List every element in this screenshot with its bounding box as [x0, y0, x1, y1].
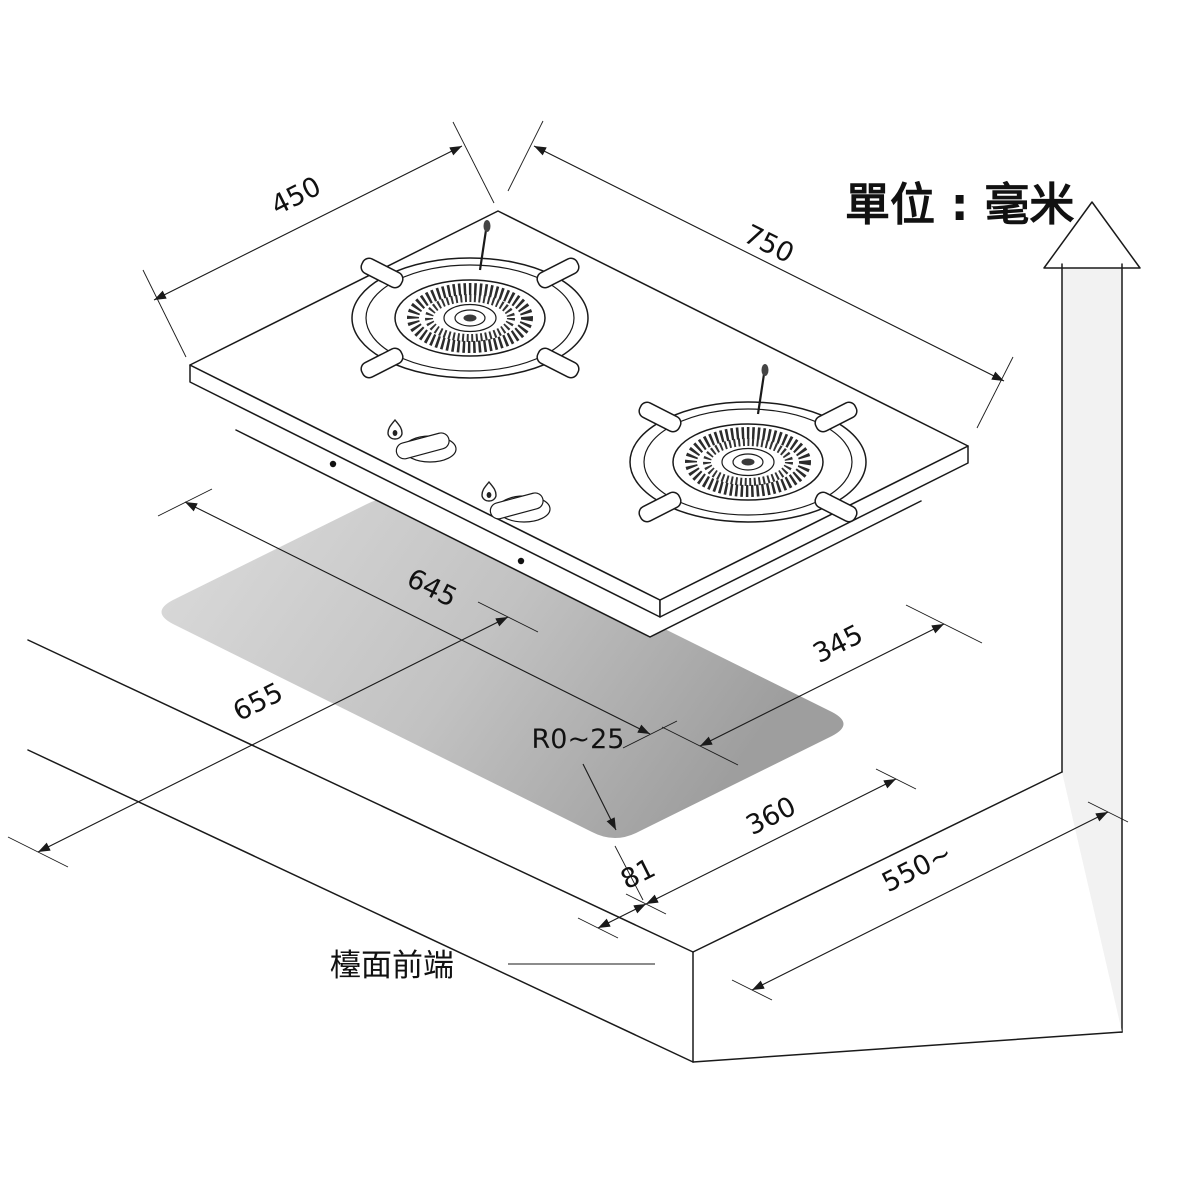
- pan-support-arm: [814, 491, 858, 523]
- mounting-screw: [517, 557, 525, 565]
- igniter-tip: [483, 220, 491, 232]
- burner-right: [629, 364, 867, 523]
- pan-support-arm: [360, 347, 404, 379]
- dim-label-360: 360: [741, 791, 801, 842]
- flame-port-ring: [685, 427, 811, 497]
- pan-support-inner-ring: [643, 408, 853, 516]
- burner-cap-center: [741, 458, 755, 466]
- igniter-tip: [761, 364, 769, 376]
- pan-support-arm: [638, 401, 682, 433]
- control-knob-left: [395, 432, 457, 463]
- igniter-pin: [478, 229, 488, 271]
- counter-front-edge-label: 檯面前端: [330, 948, 454, 984]
- unit-label: 單位 : 毫米: [845, 178, 1074, 231]
- pan-support-outer-ring: [629, 401, 867, 523]
- counter-right-bottom-edge: [692, 1031, 1123, 1063]
- counter-front-edge-callout: 檯面前端: [330, 948, 655, 984]
- flame-port-ring: [407, 283, 533, 353]
- burner-cap-center: [463, 314, 477, 322]
- inner-flame-ring: [703, 438, 793, 486]
- dim-label-655: 655: [228, 677, 288, 728]
- dim-label-750: 750: [739, 219, 799, 270]
- inner-flame-ring: [425, 294, 515, 342]
- dim-label-345: 345: [808, 619, 868, 670]
- dim-corner-radius: R0~25: [532, 724, 625, 831]
- wall-up-arrow-icon: [1043, 201, 1141, 269]
- flame-icon: [481, 480, 497, 502]
- dim-label-radius: R0~25: [532, 724, 625, 755]
- flame-icon: [387, 418, 403, 440]
- pan-support-arm: [814, 401, 858, 433]
- dim-label-450: 450: [266, 171, 326, 222]
- dim-label-81: 81: [616, 853, 661, 896]
- cooktop-underbox-outline: [235, 429, 922, 638]
- mounting-screw: [329, 460, 337, 468]
